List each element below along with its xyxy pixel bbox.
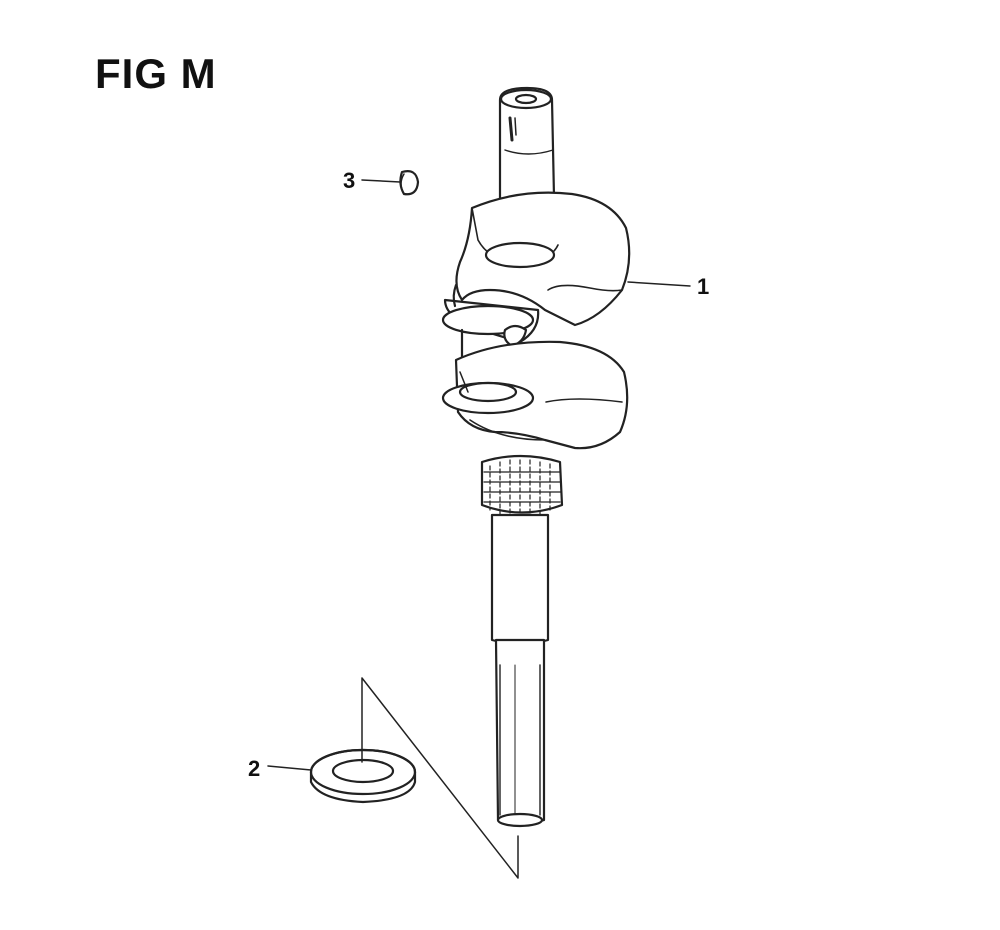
leader-line-2 bbox=[267, 765, 312, 771]
callout-3: 3 bbox=[343, 168, 355, 193]
alignment-line bbox=[361, 677, 519, 879]
callout-2: 2 bbox=[248, 756, 260, 781]
crankshaft bbox=[441, 86, 631, 828]
leader-line-1 bbox=[627, 281, 691, 287]
figure-title: FIG M bbox=[95, 50, 217, 97]
leader-line-3 bbox=[361, 179, 401, 183]
callout-1: 1 bbox=[697, 274, 709, 299]
oil-seal bbox=[309, 748, 417, 804]
woodruff-key bbox=[399, 170, 420, 196]
